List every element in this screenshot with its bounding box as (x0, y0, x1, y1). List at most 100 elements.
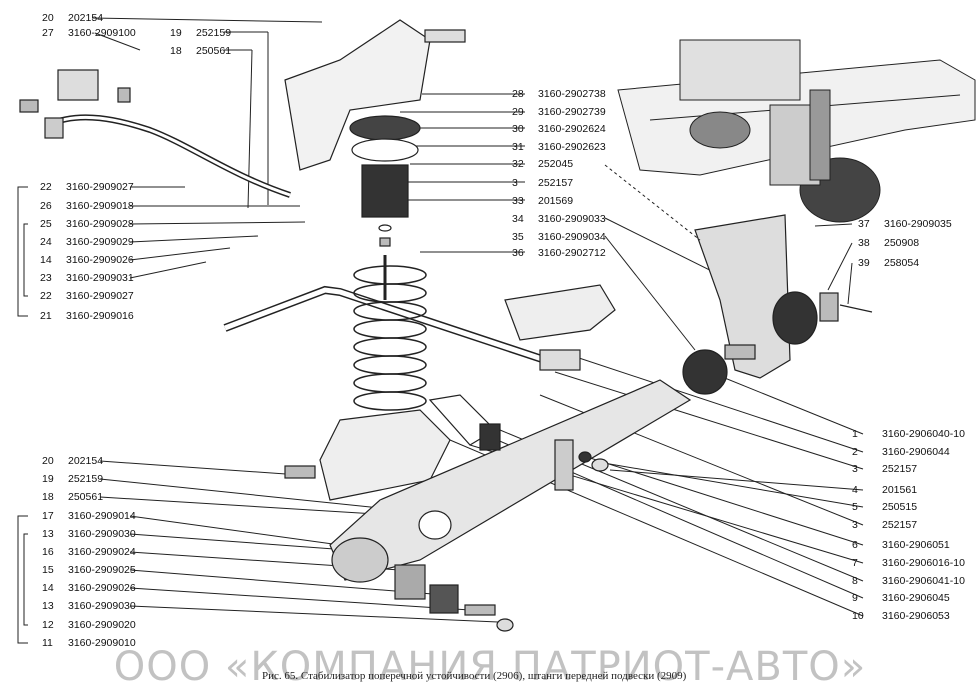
part-number: 3160-2902739 (538, 106, 606, 118)
callout-label: 26 3160-2909018 (40, 200, 134, 212)
callout-number: 3 (512, 177, 518, 189)
callout-number: 25 (40, 218, 52, 230)
bracket-assembly (428, 284, 616, 491)
callout-number: 24 (40, 236, 52, 248)
part-number: 3160-2906040-10 (882, 428, 965, 440)
callout-number: 39 (858, 257, 870, 269)
leader-line (704, 369, 864, 435)
leader-line (564, 449, 864, 546)
tie-rod (223, 285, 562, 369)
callout-number: 30 (512, 123, 524, 135)
callout-number: 3 (852, 519, 858, 531)
part-number: 3160-2906053 (882, 610, 950, 622)
callout-number: 15 (42, 564, 54, 576)
watermark: ООО «КОМПАНИЯ ПАТРИОТ-АВТО» (113, 644, 867, 690)
callout-number: 36 (512, 247, 524, 259)
part-number: 3160-2906016-10 (882, 557, 965, 569)
callout-number: 2 (852, 446, 858, 458)
part-number: 3160-2909028 (66, 218, 134, 230)
leader-line (129, 261, 207, 279)
part-number: 3160-2909026 (68, 582, 136, 594)
part-number: 3160-2906045 (882, 592, 950, 604)
callout-number: 20 (42, 455, 54, 467)
bracket-line (23, 223, 28, 297)
part-number: 252045 (538, 158, 574, 170)
bushing (44, 117, 64, 139)
part-number: 3160-2909034 (538, 231, 606, 243)
leader-line (129, 247, 231, 261)
part-number: 3160-2902712 (538, 247, 606, 259)
part-number: 3160-2909018 (66, 200, 134, 212)
callout-number: 14 (40, 254, 52, 266)
part-number: 250908 (884, 237, 920, 249)
leader-line (129, 569, 446, 596)
callout-number: 26 (40, 200, 52, 212)
callout-number: 33 (512, 195, 524, 207)
callout-number: 35 (512, 231, 524, 243)
bracket-line (17, 186, 28, 317)
callout-label: 18 250561 (42, 491, 103, 503)
callout-number: 22 (40, 290, 52, 302)
callout-label: 22 3160-2909027 (40, 181, 134, 193)
leader-line (554, 371, 864, 470)
callout-label: 25 3160-2909028 (40, 218, 134, 230)
part-number: 3160-2906044 (882, 446, 950, 458)
part-number: 252159 (196, 27, 232, 39)
part-number: 3160-2909027 (66, 290, 134, 302)
callout-number: 10 (852, 610, 864, 622)
part-number: 250561 (68, 491, 104, 503)
callout-label: 14 3160-2909026 (42, 582, 136, 594)
callout-label: 19 252159 (42, 473, 103, 485)
callout-number: 32 (512, 158, 524, 170)
stabilizer-bar (19, 69, 291, 198)
leader-line (94, 32, 141, 51)
leader-line (99, 478, 381, 509)
leader-line (569, 354, 864, 453)
part-number: 3160-2909025 (68, 564, 136, 576)
part-number: 3160-2909030 (68, 600, 136, 612)
callout-label: 22 3160-2909027 (40, 290, 134, 302)
part-number: 258054 (884, 257, 920, 269)
callout-number: 3 (852, 463, 858, 475)
callout-number: 18 (42, 491, 54, 503)
leader-line (99, 496, 393, 516)
part-number: 3160-2909014 (68, 510, 136, 522)
buffer-stack (349, 115, 421, 300)
callout-number: 19 (42, 473, 54, 485)
callout-label: 32 252045 (512, 158, 573, 170)
coil-spring (353, 265, 427, 411)
callout-number: 27 (42, 27, 54, 39)
bolt (19, 99, 39, 113)
callout-label: 39 258054 (858, 257, 919, 269)
part-number: 3160-2909035 (884, 218, 952, 230)
callout-number: 14 (42, 582, 54, 594)
part-number: 3160-2909026 (66, 254, 134, 266)
part-number: 3160-2909033 (538, 213, 606, 225)
callout-number: 12 (42, 619, 54, 631)
callout-number: 22 (40, 181, 52, 193)
part-number: 252159 (68, 473, 104, 485)
leader-line (604, 235, 696, 351)
reference-line (604, 164, 701, 241)
part-number: 202154 (68, 455, 104, 467)
part-number: 3160-2909024 (68, 546, 136, 558)
part-number: 3160-2909027 (66, 181, 134, 193)
leader-line (129, 587, 471, 611)
